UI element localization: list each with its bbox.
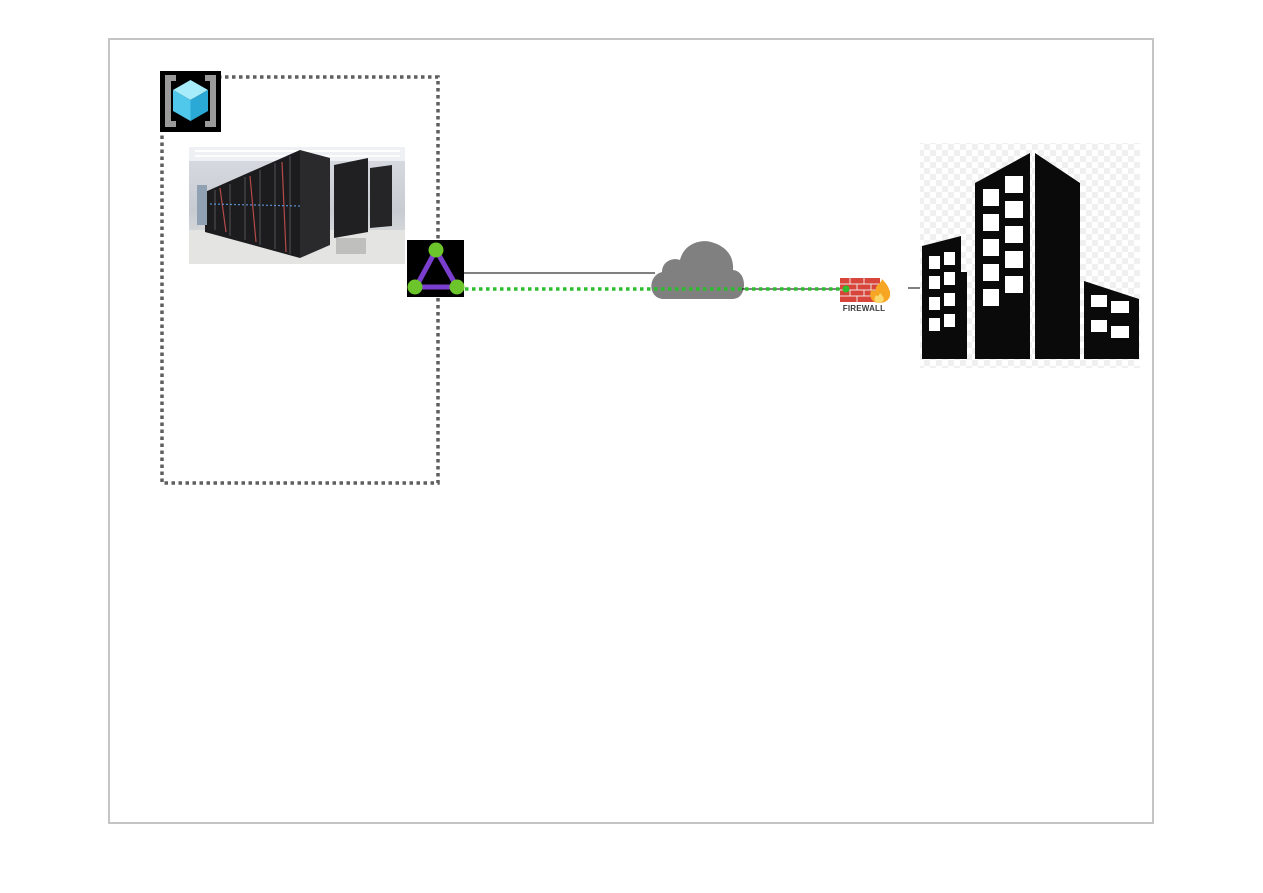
firewall-icon	[840, 278, 891, 303]
firewall-label: FIREWALL	[842, 304, 886, 313]
resource-group-boundary	[160, 75, 440, 485]
server-racks-photo	[189, 147, 405, 264]
azure-resource-group-icon	[160, 71, 221, 132]
diagram-canvas	[108, 38, 1154, 824]
vpn-gateway-icon	[407, 240, 465, 297]
office-building-icon	[920, 143, 1140, 368]
internet-cloud-icon	[651, 241, 745, 299]
